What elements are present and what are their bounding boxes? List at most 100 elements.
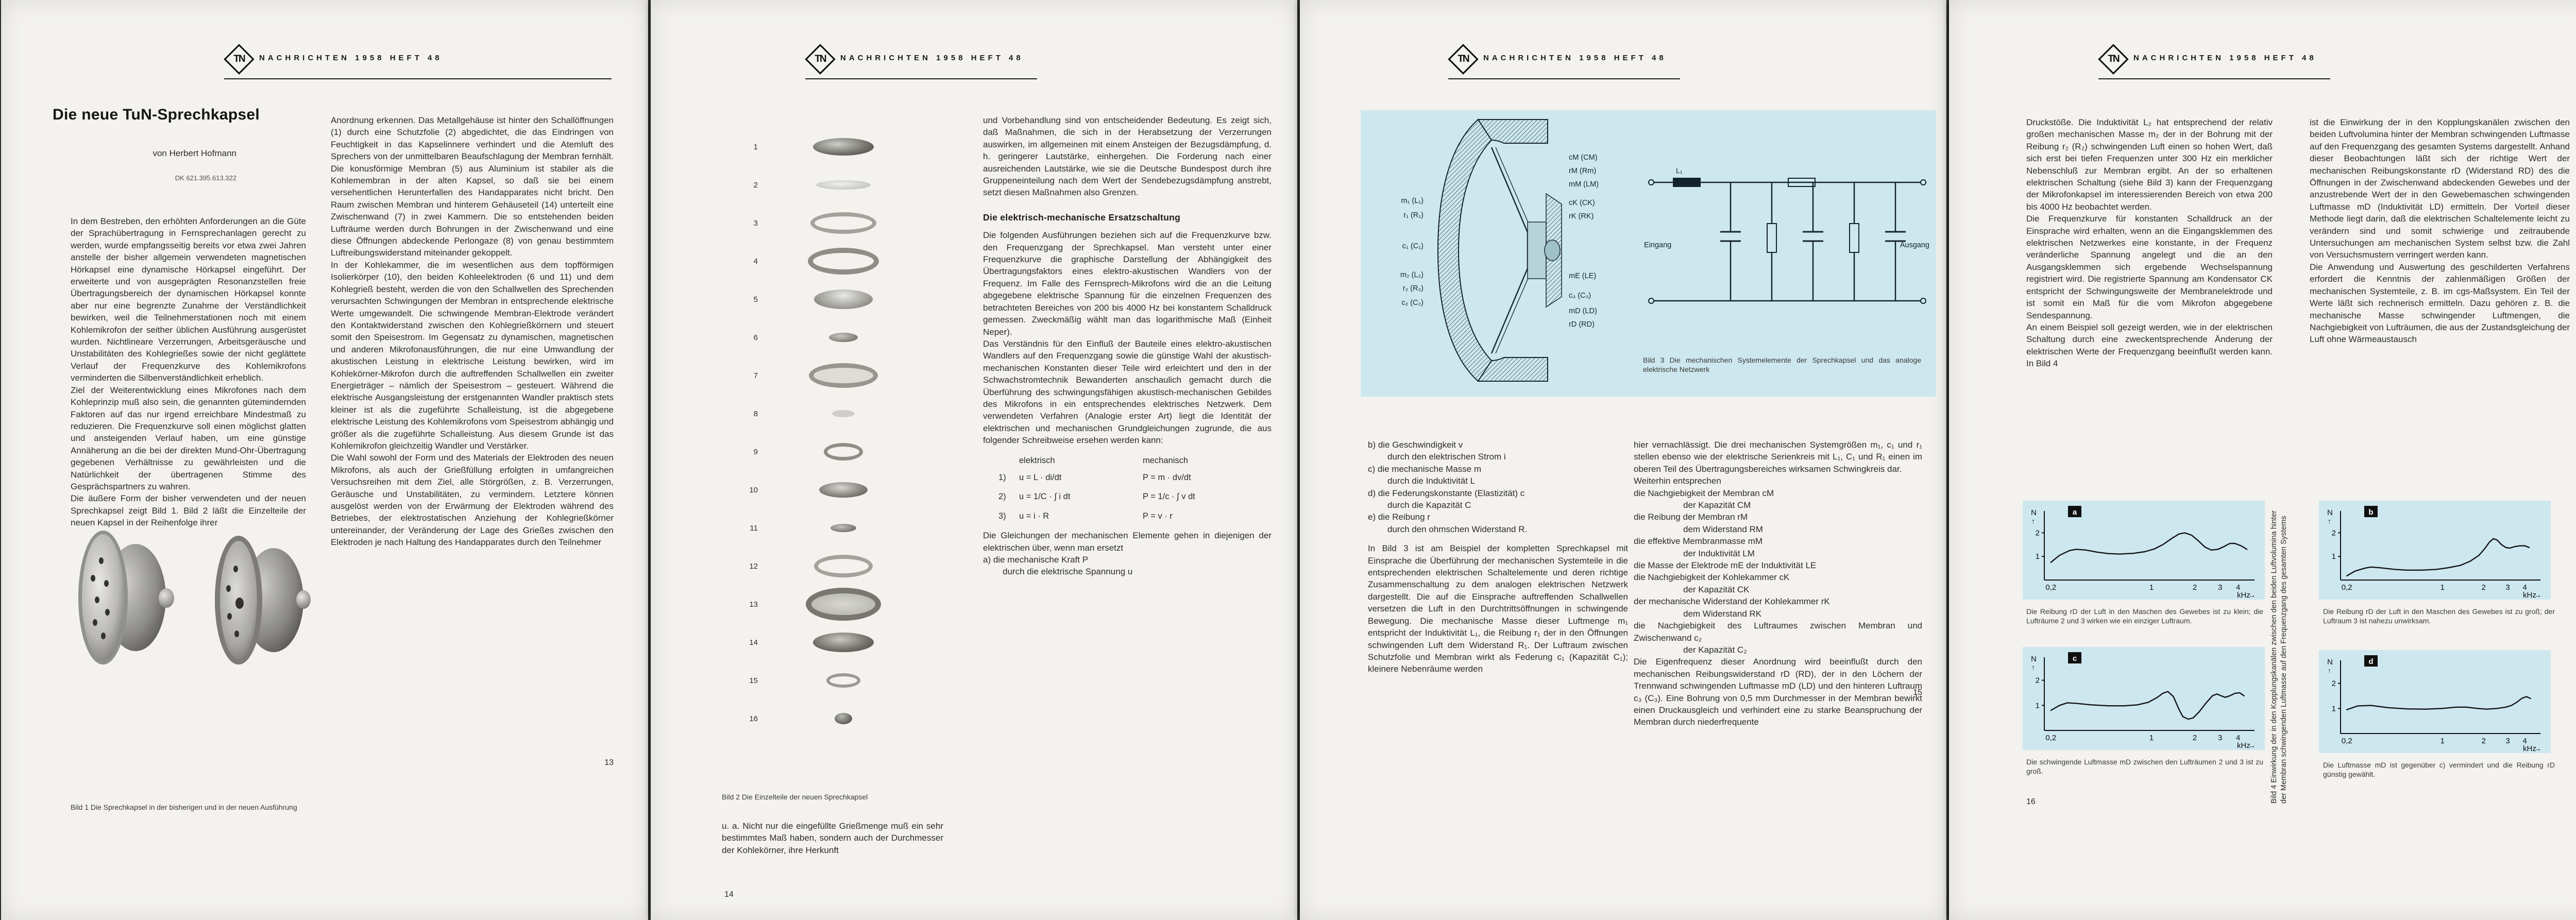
part-photo — [819, 482, 868, 498]
capsule-cross-section — [1437, 118, 1562, 382]
bild1-caption: Bild 1 Die Sprechkapsel in der bisherige… — [71, 803, 297, 811]
paragraph: Die Frequenzkurve für konstanten Schalld… — [2026, 214, 2273, 320]
part-photo — [814, 289, 873, 309]
bild4b-caption: Die Reibung rD der Luft in den Maschen d… — [2323, 607, 2555, 625]
part-number: 12 — [749, 561, 758, 571]
mechanical-element-label: mE (LE) — [1569, 272, 1597, 280]
circuit-output-label: Ausgang — [1900, 241, 1929, 249]
svg-text:→: → — [2248, 741, 2256, 749]
svg-text:4: 4 — [2236, 583, 2240, 592]
equation-mechanic: P = v · r — [1143, 511, 1173, 521]
part-photo — [835, 713, 852, 724]
bild4-rotated-caption: Bild 4 Einwirkung der in den Kopplungska… — [2270, 510, 2288, 804]
text-column: ist die Einwirkung der in den Kopplungsk… — [2310, 116, 2570, 346]
svg-text:↑: ↑ — [2328, 667, 2331, 674]
part-photo — [808, 248, 879, 275]
paragraph: Das Verständnis für den Einfluß der Baut… — [983, 338, 1272, 446]
masthead-rule — [224, 78, 612, 79]
photo-new-capsule — [215, 536, 313, 665]
bild2-exploded-parts-figure: 1 2 3 4 5 — [718, 128, 913, 738]
svg-text:→: → — [2534, 591, 2541, 599]
part-number: 5 — [753, 295, 758, 304]
bild3-figure-panel: m₁ (L₁)r₁ (R₁)c₁ (C₁)m₂ (L₂)r₂ (R₂)c₂ (C… — [1361, 110, 1936, 397]
paragraph: In Bild 3 ist am Beispiel der kompletten… — [1368, 543, 1628, 674]
svg-text:kHz: kHz — [2237, 741, 2250, 750]
svg-text:2: 2 — [2036, 676, 2040, 685]
part-row: 8 — [718, 395, 913, 433]
mechanical-element-label: rM (Rm) — [1569, 167, 1597, 175]
inductor-label: L₁ — [1676, 166, 1683, 175]
part-row: 14 — [718, 623, 913, 661]
svg-text:c: c — [2073, 654, 2077, 663]
part-row: 16 — [718, 700, 913, 738]
equation-row: 3) u = i · R P = v · r — [998, 510, 1272, 522]
mechanical-element-label: r₁ (R₁) — [1403, 211, 1423, 219]
paragraph: Die Gleichungen der mechanischen Element… — [983, 531, 1272, 553]
equation-number: 2) — [998, 492, 1006, 502]
svg-text:↑: ↑ — [2328, 517, 2331, 525]
page-number: 13 — [604, 758, 614, 767]
svg-text:1: 1 — [2332, 552, 2336, 561]
svg-text:2: 2 — [2193, 583, 2197, 592]
tn-diamond-logo-icon: TN — [1448, 44, 1479, 75]
correspondence-item: die Nachgiebigkeit des Luftraumes zwisch… — [1634, 621, 1922, 655]
correspondence-item: die Masse der Elektrode mE der Induktivi… — [1634, 560, 1817, 571]
list-item: d) die Federungskonstante (Elastizität) … — [1368, 488, 1525, 510]
paragraph: Anordnung erkennen. Das Metallgehäuse is… — [331, 115, 614, 258]
svg-text:4: 4 — [2523, 583, 2527, 592]
bild4d-caption: Die Luftmasse mD ist gegenüber c) vermin… — [2323, 761, 2555, 778]
part-number: 2 — [753, 180, 758, 190]
svg-text:N: N — [2031, 655, 2037, 663]
svg-text:2: 2 — [2036, 529, 2040, 537]
svg-text:1: 1 — [2149, 734, 2154, 742]
part-row: 13 — [718, 585, 913, 623]
paragraph: und Vorbehandlung sind von entscheidende… — [983, 115, 1272, 198]
masthead-rule — [805, 78, 1037, 79]
text-column: In dem Bestreben, den erhöhten Anforderu… — [71, 215, 306, 529]
part-row: 12 — [718, 547, 913, 585]
svg-text:2: 2 — [2482, 737, 2486, 745]
masthead-text: NACHRICHTEN 1958 HEFT 48 — [1483, 54, 1667, 62]
part-row: 6 — [718, 318, 913, 356]
text-column: Druckstöße. Die Induktivität L₂ hat ents… — [2026, 116, 2273, 370]
svg-text:1: 1 — [2036, 552, 2040, 561]
svg-text:a: a — [2073, 508, 2077, 517]
page-number: 16 — [2026, 797, 2036, 806]
part-photo — [816, 180, 871, 190]
part-number: 16 — [749, 714, 758, 723]
equation-number: 3) — [998, 511, 1006, 521]
mechanical-element-label: c₁ (C₁) — [1402, 242, 1423, 250]
page-13: TN NACHRICHTEN 1958 HEFT 48 Die neue TuN… — [1, 0, 648, 920]
photo-old-capsule — [78, 531, 176, 665]
journal-masthead: TN NACHRICHTEN 1958 HEFT 48 — [224, 44, 612, 79]
tn-diamond-logo-icon: TN — [2098, 44, 2129, 75]
paragraph: In dem Bestreben, den erhöhten Anforderu… — [71, 216, 306, 383]
equation-electric: u = 1/C · ∫ i dt — [1019, 492, 1071, 502]
svg-text:N: N — [2031, 508, 2037, 517]
svg-text:N: N — [2327, 508, 2333, 517]
equation-number: 1) — [998, 472, 1006, 482]
svg-text:→: → — [2248, 591, 2256, 599]
part-number: 9 — [753, 447, 758, 456]
part-row: 2 — [718, 166, 913, 204]
correspondence-item: der mechanische Widerstand der Kohlekamm… — [1634, 597, 1830, 619]
part-row: 10 — [718, 471, 913, 509]
svg-text:1: 1 — [2441, 583, 2445, 592]
svg-text:2: 2 — [2332, 679, 2336, 688]
masthead-text: NACHRICHTEN 1958 HEFT 48 — [2133, 54, 2317, 62]
text-column: hier vernachlässigt. Die drei mechanisch… — [1634, 439, 1922, 728]
masthead-rule — [2098, 78, 2330, 79]
svg-text:→: → — [2534, 744, 2541, 753]
part-row: 7 — [718, 356, 913, 395]
part-number: 8 — [753, 409, 758, 418]
